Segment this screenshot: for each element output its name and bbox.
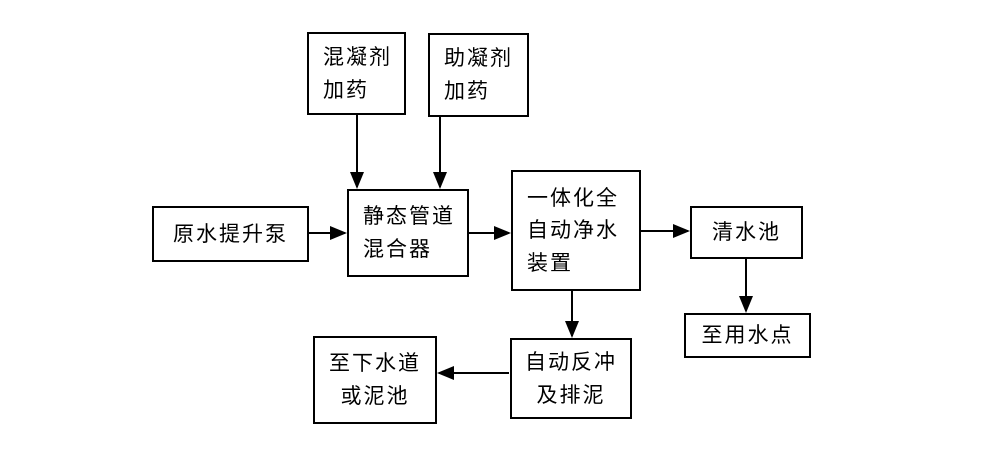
node-sewer-or-mud-pond-label-line: 或泥池 xyxy=(340,384,410,408)
node-raw-water-lift-pump: 原水提升泵 xyxy=(152,206,309,262)
node-auto-backwash-sludge-label-line: 及排泥 xyxy=(536,382,606,407)
node-raw-water-lift-pump-label-line: 原水提升泵 xyxy=(173,221,288,246)
node-coagulant-aid-dosing-label-line: 助凝剂 xyxy=(444,46,513,71)
node-coagulant-dosing-label-line: 混凝剂 xyxy=(323,44,392,69)
node-integrated-auto-purifier: 一体化全自动净水装置 xyxy=(511,170,641,291)
node-coagulant-dosing-label-line: 加药 xyxy=(323,77,369,102)
node-coagulant-aid-dosing: 助凝剂加药 xyxy=(428,33,529,117)
node-auto-backwash-sludge: 自动反冲及排泥 xyxy=(510,338,632,419)
node-water-use-point-label-line: 至用水点 xyxy=(701,323,794,348)
node-static-pipe-mixer-label-line: 混合器 xyxy=(363,237,432,261)
node-water-use-point: 至用水点 xyxy=(684,313,811,358)
node-integrated-auto-purifier-label-line: 一体化全 xyxy=(527,185,619,210)
node-clean-water-tank: 清水池 xyxy=(690,206,803,259)
node-static-pipe-mixer-label-line: 静态管道 xyxy=(363,204,455,229)
node-clean-water-tank-label-line: 清水池 xyxy=(712,220,781,245)
node-auto-backwash-sludge-label-line: 自动反冲 xyxy=(525,349,617,374)
node-sewer-or-mud-pond: 至下水道或泥池 xyxy=(313,336,437,424)
node-integrated-auto-purifier-label-line: 装置 xyxy=(527,250,573,275)
node-static-pipe-mixer: 静态管道混合器 xyxy=(347,189,469,277)
node-sewer-or-mud-pond-label-line: 至下水道 xyxy=(329,351,421,376)
node-integrated-auto-purifier-label-line: 自动净水 xyxy=(527,218,619,243)
node-coagulant-aid-dosing-label-line: 加药 xyxy=(444,79,490,103)
node-coagulant-dosing: 混凝剂加药 xyxy=(307,32,406,115)
